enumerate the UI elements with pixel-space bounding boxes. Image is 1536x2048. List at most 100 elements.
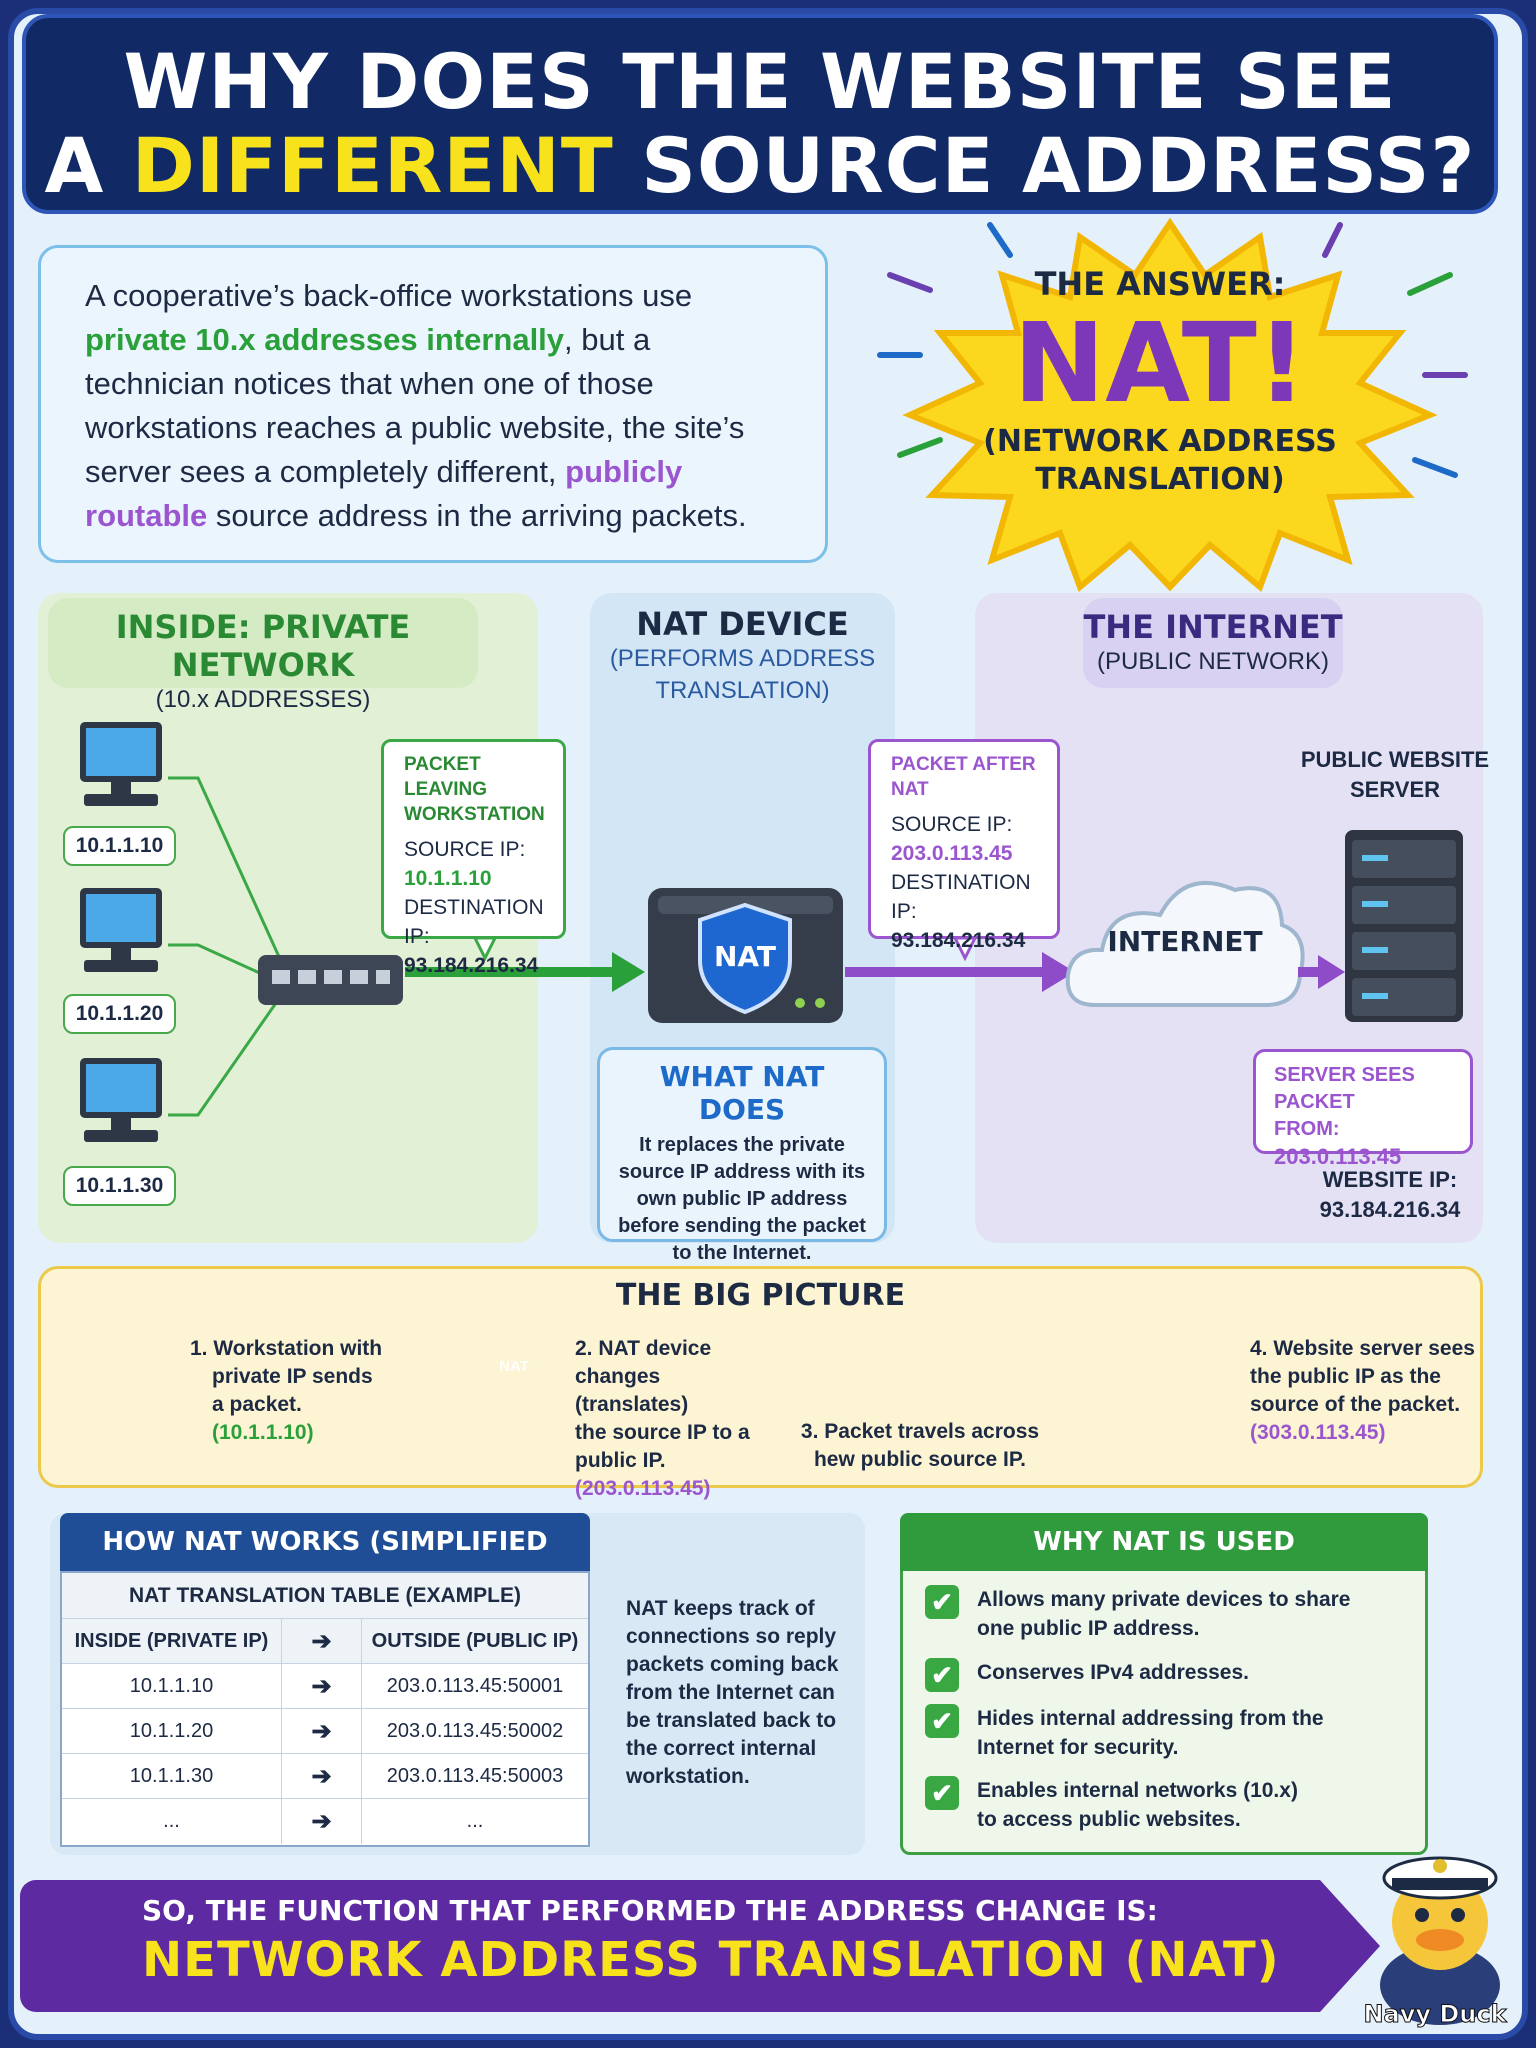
zone-internet-header: THE INTERNET (PUBLIC NETWORK) bbox=[1083, 598, 1343, 688]
bp-step-1-ip: (10.1.1.10) bbox=[212, 1421, 314, 1444]
workstation-ip-1: 10.1.1.10 bbox=[63, 826, 176, 866]
answer-text: THE ANSWER: NAT! (NETWORK ADDRESS TRANSL… bbox=[960, 265, 1360, 499]
workstation-icon-3 bbox=[80, 1058, 162, 1142]
check-icon: ✔ bbox=[925, 1704, 959, 1738]
packet-after-dst-label: DESTINATION IP: bbox=[891, 871, 1031, 923]
what-nat-does-body: It replaces the private source IP addres… bbox=[618, 1134, 866, 1264]
server-sees-ip: 203.0.113.45 bbox=[1274, 1144, 1402, 1169]
how-nat-note: NAT keeps track of connections so reply … bbox=[626, 1597, 839, 1788]
table-row: 10.1.1.20➔203.0.113.45:50002 bbox=[62, 1709, 588, 1754]
zone-inside-header: INSIDE: PRIVATE NETWORK (10.x ADDRESSES) bbox=[48, 598, 478, 713]
bp-step-4-ip: (303.0.113.45) bbox=[1250, 1421, 1386, 1444]
server-sees-line-2: FROM: bbox=[1274, 1118, 1340, 1140]
why-item-2: ✔ Conserves IPv4 addresses. bbox=[925, 1658, 1395, 1692]
nat-table: NAT TRANSLATION TABLE (EXAMPLE) INSIDE (… bbox=[60, 1571, 590, 1847]
packet-leaving-src-label: SOURCE IP: bbox=[404, 838, 526, 861]
packet-after-callout: PACKET AFTER NAT SOURCE IP: 203.0.113.45… bbox=[868, 739, 1060, 952]
server-sees-box: SERVER SEES PACKET FROM: 203.0.113.45 bbox=[1253, 1049, 1473, 1169]
website-ip-value: 93.184.216.34 bbox=[1319, 1197, 1461, 1222]
arrow-to-server-head bbox=[1318, 955, 1345, 989]
internet-label: INTERNET bbox=[1107, 925, 1263, 958]
packet-leaving-head-1: PACKET LEAVING bbox=[404, 754, 488, 800]
zone-nat-header: NAT DEVICE (PERFORMS ADDRESS TRANSLATION… bbox=[600, 605, 885, 707]
server-icon bbox=[1345, 830, 1463, 1022]
check-icon: ✔ bbox=[925, 1776, 959, 1810]
workstation-ip-3: 10.1.1.30 bbox=[63, 1166, 176, 1206]
bp-nat-label: NAT bbox=[499, 1358, 529, 1375]
workstation-ip-2: 10.1.1.20 bbox=[63, 994, 176, 1034]
packet-after-head-2: NAT bbox=[891, 779, 929, 800]
nat-table-header: INSIDE (PRIVATE IP) ➔ OUTSIDE (PUBLIC IP… bbox=[62, 1619, 588, 1664]
answer-label: THE ANSWER: bbox=[1034, 265, 1286, 303]
col-outside: OUTSIDE (PUBLIC IP) bbox=[371, 1629, 579, 1652]
big-picture-panel bbox=[38, 1266, 1483, 1488]
col-inside: INSIDE (PRIVATE IP) bbox=[62, 1619, 282, 1663]
zone-inside-title: INSIDE: PRIVATE NETWORK bbox=[115, 608, 411, 684]
packet-after-dst: 93.184.216.34 bbox=[891, 929, 1026, 952]
workstation-icon-2 bbox=[80, 888, 162, 972]
what-nat-does-title: WHAT NAT DOES bbox=[659, 1060, 825, 1126]
bp-step-1: 1. Workstation with private IP sends a p… bbox=[190, 1335, 390, 1447]
footer-line-1: SO, THE FUNCTION THAT PERFORMED THE ADDR… bbox=[142, 1894, 1158, 1927]
packet-leaving-callout: PACKET LEAVING WORKSTATION SOURCE IP: 10… bbox=[381, 739, 566, 977]
why-nat-title: WHY NAT IS USED bbox=[900, 1513, 1428, 1571]
intro-public-highlight: publicly routable bbox=[85, 454, 683, 533]
footer-line-2: NETWORK ADDRESS TRANSLATION (NAT) bbox=[142, 1932, 1280, 1988]
website-ip: WEBSITE IP: 93.184.216.34 bbox=[1290, 1165, 1490, 1225]
packet-leaving-head-2: WORKSTATION bbox=[404, 804, 545, 825]
nat-device-label: NAT bbox=[713, 940, 777, 973]
zone-nat-sub-1: (PERFORMS ADDRESS bbox=[609, 645, 876, 672]
packet-after-head-1: PACKET AFTER bbox=[891, 754, 1036, 775]
title-line-1: WHY DOES THE WEBSITE SEE bbox=[123, 37, 1397, 126]
check-icon: ✔ bbox=[925, 1658, 959, 1692]
bp-step-2-ip: (203.0.113.45) bbox=[575, 1477, 711, 1500]
why-item-4: ✔ Enables internal networks (10.x)to acc… bbox=[925, 1776, 1395, 1834]
server-title: PUBLIC WEBSITE SERVER bbox=[1290, 745, 1500, 805]
table-row: ...➔... bbox=[62, 1799, 588, 1844]
intro-box: A cooperative’s back-office workstations… bbox=[38, 245, 828, 563]
footer-banner bbox=[20, 1880, 1320, 2012]
website-ip-label: WEBSITE IP: bbox=[1322, 1167, 1458, 1192]
zone-nat-sub-2: TRANSLATION) bbox=[655, 677, 830, 704]
nat-router-icon bbox=[648, 888, 843, 1023]
what-nat-does-box: WHAT NAT DOES It replaces the private so… bbox=[597, 1047, 887, 1264]
server-title-2: SERVER bbox=[1349, 777, 1441, 802]
packet-leaving-dst: 93.184.216.34 bbox=[404, 954, 539, 977]
intro-private-highlight: private 10.x addresses internally bbox=[85, 322, 565, 357]
big-picture-title: THE BIG PICTURE bbox=[615, 1278, 906, 1313]
workstation-icon-1 bbox=[80, 722, 162, 806]
table-row: 10.1.1.30➔203.0.113.45:50003 bbox=[62, 1754, 588, 1799]
col-arrow: ➔ bbox=[282, 1619, 362, 1663]
title-banner: WHY DOES THE WEBSITE SEE A DIFFERENT SOU… bbox=[22, 14, 1498, 214]
bp-step-4: 4. Website server sees the public IP as … bbox=[1250, 1335, 1475, 1447]
answer-burst bbox=[877, 217, 1468, 593]
server-sees-line-1: SERVER SEES PACKET bbox=[1274, 1064, 1415, 1113]
packet-leaving-src: 10.1.1.10 bbox=[404, 867, 492, 890]
server-title-1: PUBLIC WEBSITE bbox=[1300, 747, 1490, 772]
zone-inside-sub: (10.x ADDRESSES) bbox=[155, 686, 371, 713]
mascot-label: Navy Duck bbox=[1363, 2000, 1507, 2029]
answer-sub-1: (NETWORK ADDRESS bbox=[983, 424, 1337, 459]
zone-internet-title: THE INTERNET bbox=[1083, 608, 1343, 646]
title-line-2: A DIFFERENT SOURCE ADDRESS? bbox=[44, 121, 1476, 210]
packet-after-src-label: SOURCE IP: bbox=[891, 813, 1013, 836]
navy-duck-mascot-icon bbox=[1380, 1856, 1500, 2025]
nat-table-caption: NAT TRANSLATION TABLE (EXAMPLE) bbox=[62, 1573, 588, 1619]
footer-banner-tip bbox=[1320, 1880, 1380, 2012]
how-nat-title: HOW NAT WORKS (SIMPLIFIED bbox=[60, 1513, 590, 1571]
packet-leaving-dst-label: DESTINATION IP: bbox=[404, 896, 544, 948]
bp-step-3: 3. Packet travels across hew public sour… bbox=[800, 1420, 1040, 1471]
arrow-to-nat-head bbox=[612, 952, 645, 992]
arrow-to-internet-head bbox=[1042, 952, 1075, 992]
title-highlight: DIFFERENT bbox=[131, 121, 614, 210]
answer-nat: NAT! bbox=[1013, 299, 1307, 427]
zone-internet-sub: (PUBLIC NETWORK) bbox=[1096, 648, 1329, 675]
workstation-links bbox=[168, 776, 287, 1117]
table-row: 10.1.1.10➔203.0.113.45:50001 bbox=[62, 1664, 588, 1709]
switch-icon bbox=[258, 955, 403, 1005]
packet-after-src: 203.0.113.45 bbox=[891, 842, 1013, 865]
zone-nat-title: NAT DEVICE bbox=[636, 605, 849, 643]
